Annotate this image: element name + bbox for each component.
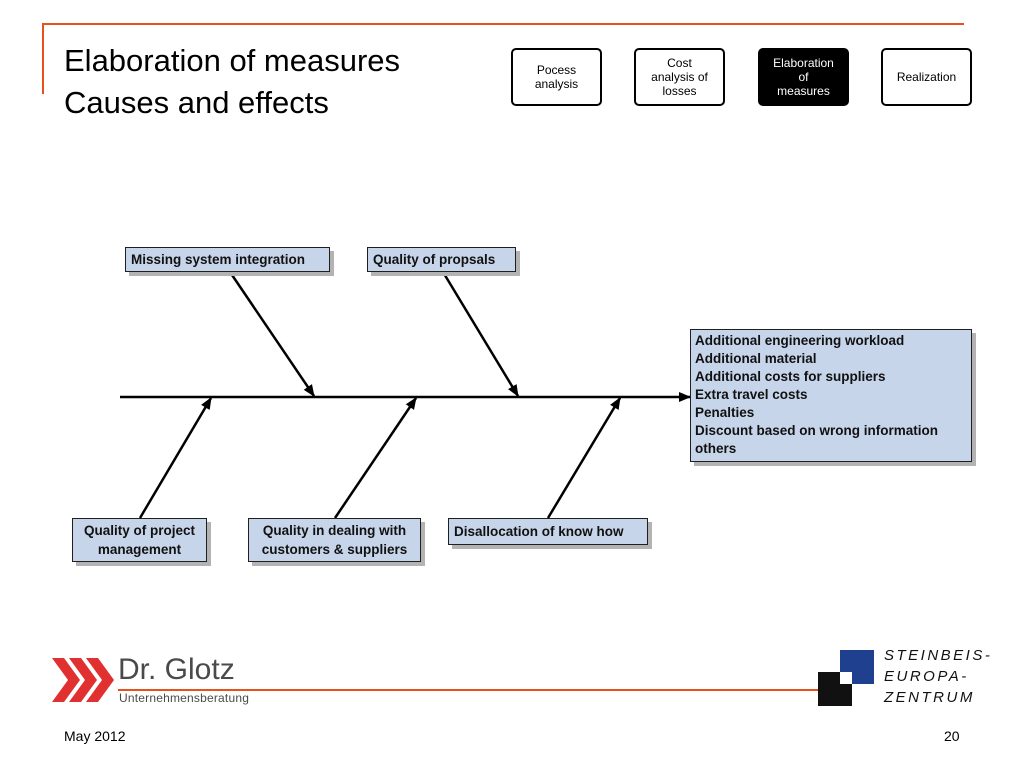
effect-item: Additional material xyxy=(695,351,817,366)
bone-quality-of-project-management xyxy=(138,397,213,519)
step-realization[interactable]: Realization xyxy=(881,48,972,106)
cause-missing-system-integration: Missing system integration xyxy=(125,247,330,272)
effect-item: Discount based on wrong information xyxy=(695,423,938,438)
steinbeis-line-1: STEINBEIS- xyxy=(884,647,993,664)
cause-quality-of-proposals: Quality of propsals xyxy=(367,247,516,272)
step-cost-analysis[interactable]: Cost analysis of losses xyxy=(634,48,725,106)
cause-quality-in-dealing: Quality in dealing with customers & supp… xyxy=(248,518,421,562)
page-title: Elaboration of measures Causes and effec… xyxy=(64,40,400,124)
footer-rule-left xyxy=(118,689,268,691)
dr-glotz-chevron-logo-icon xyxy=(52,658,114,702)
cause-quality-of-project-management: Quality of project management xyxy=(72,518,207,562)
steinbeis-line-2: EUROPA- xyxy=(884,668,969,685)
title-line-1: Elaboration of measures xyxy=(64,43,401,78)
effect-item: Additional costs for suppliers xyxy=(695,369,886,384)
steinbeis-text: STEINBEIS- EUROPA- ZENTRUM xyxy=(884,645,992,708)
step-elaboration-of-measures[interactable]: Elaboration of measures xyxy=(758,48,849,106)
logo-subtitle: Unternehmensberatung xyxy=(119,691,250,705)
bone-missing-system-integration xyxy=(228,271,316,397)
bone-disallocation-of-know-how xyxy=(546,397,622,519)
effect-item: others xyxy=(695,441,737,456)
footer-date: May 2012 xyxy=(64,728,126,744)
effect-item: Penalties xyxy=(695,405,755,420)
page-number: 20 xyxy=(944,728,960,744)
bone-quality-of-proposals xyxy=(441,271,520,397)
logo-name: Dr. Glotz xyxy=(118,653,235,686)
title-line-2: Causes and effects xyxy=(64,85,329,120)
header-rule xyxy=(42,23,964,25)
effect-item: Extra travel costs xyxy=(695,387,808,402)
bone-quality-in-dealing xyxy=(333,397,418,519)
footer-rule xyxy=(268,689,818,691)
steinbeis-logo-icon xyxy=(818,650,874,706)
title-accent-bar xyxy=(42,23,44,94)
effects-box: Additional engineering workload Addition… xyxy=(690,329,972,462)
effect-item: Additional engineering workload xyxy=(695,333,905,348)
cause-disallocation-of-know-how: Disallocation of know how xyxy=(448,518,648,545)
steinbeis-line-3: ZENTRUM xyxy=(884,689,975,706)
step-process-analysis[interactable]: Pocess analysis xyxy=(511,48,602,106)
